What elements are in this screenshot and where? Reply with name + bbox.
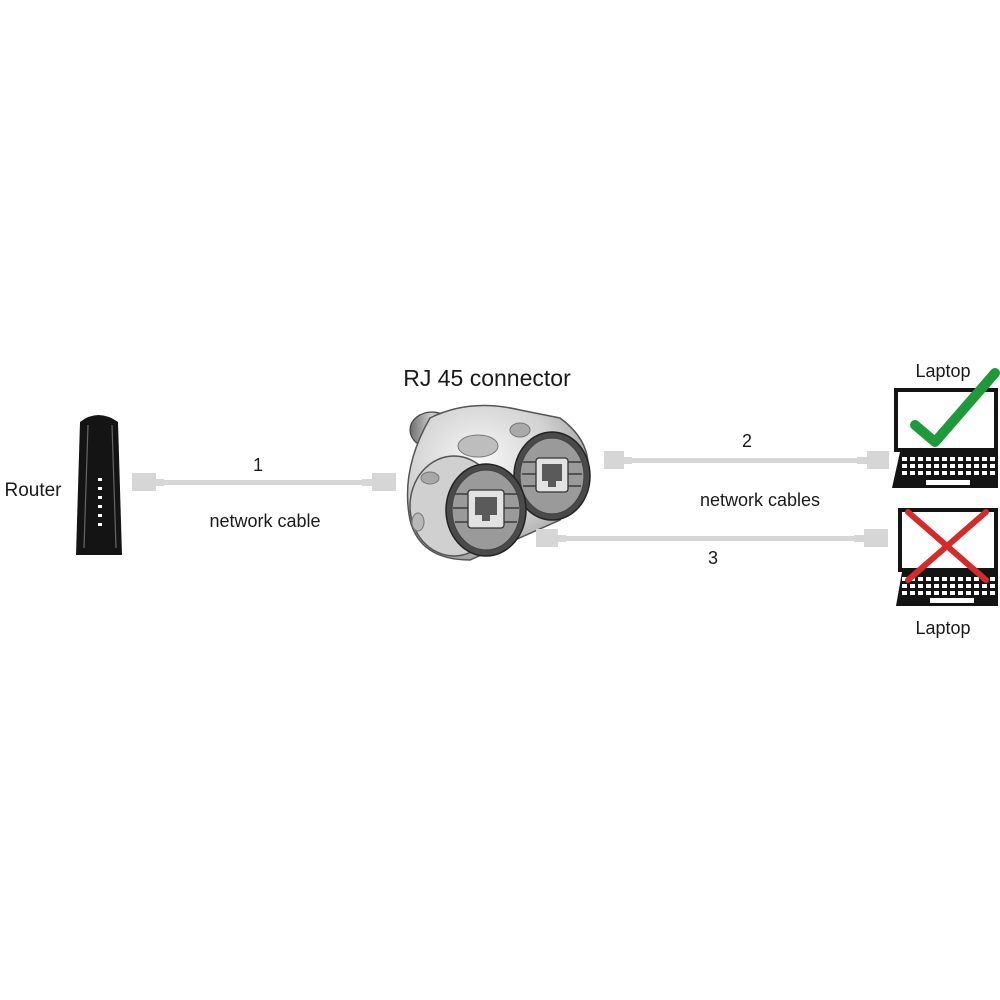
keyboard-key [902, 591, 907, 595]
keyboard-key [950, 584, 955, 588]
keyboard-key [966, 577, 971, 581]
keyboard-key [958, 457, 963, 461]
keyboard-key [926, 457, 931, 461]
keyboard-key [966, 591, 971, 595]
keyboard-key [958, 464, 963, 468]
laptop-top-icon [892, 388, 998, 488]
keyboard-key [918, 471, 923, 475]
keyboard-key [926, 584, 931, 588]
keyboard-key [950, 471, 955, 475]
keyboard-key [982, 584, 987, 588]
laptop-bottom-label: Laptop [915, 618, 970, 638]
keyboard-key [966, 464, 971, 468]
keyboard-key [974, 591, 979, 595]
check-icon [910, 368, 1000, 447]
keyboard-key [990, 577, 995, 581]
keyboard-key [942, 591, 947, 595]
cable-2-number: 2 [742, 431, 752, 451]
keyboard-key [966, 584, 971, 588]
keyboard-key [926, 471, 931, 475]
keyboard-key [926, 577, 931, 581]
keyboard-key [902, 464, 907, 468]
router-icon [76, 415, 122, 555]
keyboard-key [918, 464, 923, 468]
cross-icon [905, 509, 989, 583]
laptop-top-label: Laptop [915, 361, 970, 381]
keyboard-key [942, 457, 947, 461]
keyboard-key [958, 471, 963, 475]
keyboard-key [942, 471, 947, 475]
keyboard-key [990, 464, 995, 468]
keyboard-key [942, 584, 947, 588]
cable-1-label: network cable [209, 511, 320, 531]
keyboard-key [942, 464, 947, 468]
keyboard-key [942, 577, 947, 581]
keyboard-key [926, 464, 931, 468]
keyboard-key [974, 584, 979, 588]
keyboard-key [958, 577, 963, 581]
network-cable-2 [604, 451, 889, 469]
keyboard-key [966, 471, 971, 475]
keyboard-key [982, 591, 987, 595]
keyboard-key [918, 584, 923, 588]
keyboard-key [934, 577, 939, 581]
keyboard-key [934, 457, 939, 461]
keyboard-key [982, 464, 987, 468]
keyboard-key [958, 591, 963, 595]
keyboard-key [918, 591, 923, 595]
keyboard-key [910, 464, 915, 468]
keyboard-key [974, 471, 979, 475]
keyboard-key [982, 457, 987, 461]
keyboard-key [910, 457, 915, 461]
keyboard-key [910, 471, 915, 475]
keyboard-key [934, 471, 939, 475]
keyboard-key [950, 577, 955, 581]
keyboard-key [990, 457, 995, 461]
laptop-bottom-icon [896, 508, 998, 606]
cable-3-number: 3 [708, 548, 718, 568]
keyboard-key [966, 457, 971, 461]
keyboard-key [990, 584, 995, 588]
keyboard-key [950, 457, 955, 461]
keyboard-key [974, 464, 979, 468]
keyboard-key [902, 584, 907, 588]
router-label: Router [4, 480, 62, 501]
keyboard-key [974, 577, 979, 581]
keyboard-key [902, 577, 907, 581]
keyboard-key [950, 464, 955, 468]
keyboard-key [982, 471, 987, 475]
keyboard-key [934, 464, 939, 468]
network-cable-1 [132, 473, 396, 491]
network-cable-3 [536, 529, 888, 547]
rj45-connector-icon [406, 404, 591, 561]
connector-title: RJ 45 connector [403, 365, 571, 391]
keyboard-key [934, 591, 939, 595]
keyboard-key [958, 584, 963, 588]
keyboard-key [990, 471, 995, 475]
keyboard-key [902, 457, 907, 461]
cables-label: network cables [700, 490, 820, 510]
keyboard-key [918, 577, 923, 581]
keyboard-key [934, 584, 939, 588]
keyboard-key [910, 584, 915, 588]
keyboard-key [950, 591, 955, 595]
keyboard-key [910, 591, 915, 595]
keyboard-key [902, 471, 907, 475]
keyboard-key [918, 457, 923, 461]
cable-1-number: 1 [253, 455, 263, 475]
keyboard-key [974, 457, 979, 461]
keyboard-key [990, 591, 995, 595]
keyboard-key [926, 591, 931, 595]
